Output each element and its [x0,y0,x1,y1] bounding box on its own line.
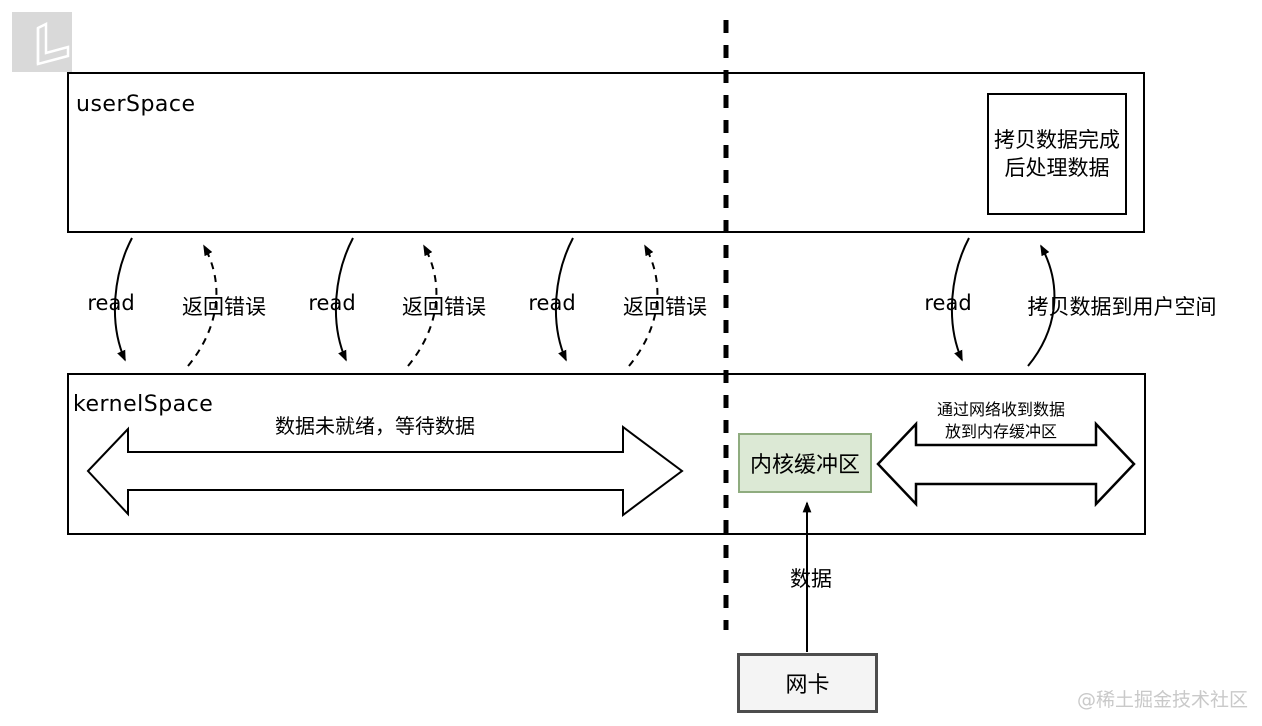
read-label-1: read [87,291,135,315]
wait-data-label: 数据未就绪，等待数据 [275,414,475,438]
copy-data-label: 拷贝数据到用户空间 [1027,295,1217,319]
error-arrow-3 [628,244,659,367]
process-data-box: 拷贝数据完成 后处理数据 [987,93,1127,215]
juejin-logo [12,12,72,72]
copy-data-arrow [1027,244,1056,367]
read-arrow-3 [554,237,574,362]
nic-box: 网卡 [737,653,878,713]
nic-label: 网卡 [785,673,830,698]
watermark: @稀土掘金技术社区 [1076,689,1248,711]
network-receive-label-line2: 放到内存缓冲区 [941,418,1061,442]
error-label-3: 返回错误 [623,295,707,319]
network-double-arrow [876,420,1136,508]
read-arrow-1 [113,237,133,362]
wait-double-arrow [86,425,684,517]
read-label-3: read [528,291,576,315]
error-label-2: 返回错误 [402,295,486,319]
kernel-buffer-label: 内核缓冲区 [749,453,860,478]
kernel-buffer-box: 内核缓冲区 [738,433,872,493]
network-receive-label-line1: 通过网络收到数据 [933,396,1069,420]
read-arrow-4 [950,237,970,362]
read-label-4: read [924,291,972,315]
kernel-space-label: kernelSpace [73,392,214,417]
read-label-2: read [308,291,356,315]
read-arrow-2 [334,237,354,362]
data-label: 数据 [790,567,832,591]
juejin-logo-icon [36,21,70,66]
error-label-1: 返回错误 [182,295,266,319]
error-arrow-2 [407,244,438,367]
process-data-line1: 拷贝数据完成 [994,128,1120,152]
user-space-label: userSpace [76,92,196,117]
process-data-line2: 后处理数据 [1004,156,1110,180]
error-arrow-1 [187,244,218,367]
user-space-box [67,72,1145,233]
